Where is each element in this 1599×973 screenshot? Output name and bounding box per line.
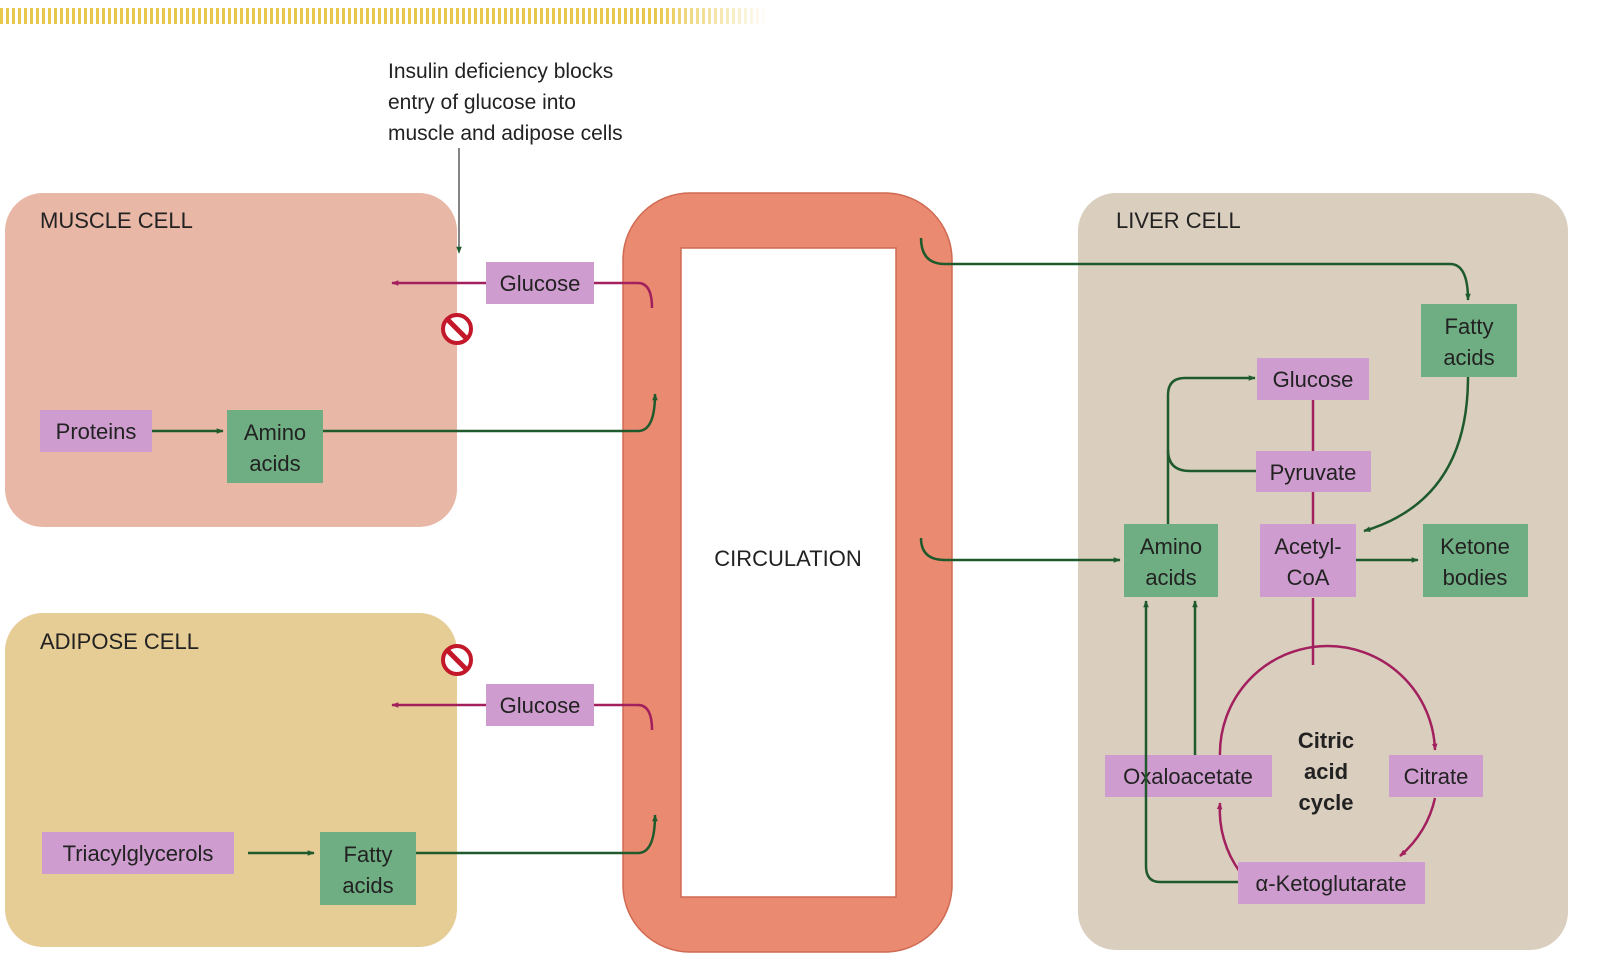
circulation: CIRCULATION <box>622 192 953 953</box>
circulation-vessel <box>622 192 953 953</box>
annotation-line1: Insulin deficiency blocks <box>388 60 613 83</box>
annotation-line2: entry of glucose into <box>388 91 576 114</box>
cycle-arc-citrate-ketoglutarate <box>1399 797 1437 857</box>
liver-cell-title: LIVER CELL <box>1116 208 1241 233</box>
triacylglycerols-box <box>42 832 234 874</box>
oxaloacetate-label: Oxaloacetate <box>1123 764 1253 789</box>
insulin-annotation: Insulin deficiency blocks entry of gluco… <box>388 60 623 145</box>
liver-cell: LIVER CELL Fatty acids Glucose Pyruvate … <box>1078 193 1568 950</box>
pyruvate-box <box>1256 451 1371 492</box>
pyruvate-join-line <box>1166 449 1256 473</box>
fatty-to-circulation-arrow <box>416 814 658 855</box>
adipose-cell: ADIPOSE CELL Glucose Triacylglycerols Fa… <box>5 613 594 947</box>
oxaloacetate-box <box>1105 755 1272 797</box>
adipose-glucose-label: Glucose <box>500 693 581 718</box>
ketone-bodies-line2: bodies <box>1443 565 1508 590</box>
amino-to-circulation-arrow <box>323 393 658 433</box>
adipose-cell-title: ADIPOSE CELL <box>40 629 199 654</box>
amino-to-glucose-arrow <box>1166 375 1256 524</box>
proteins-box <box>40 410 152 452</box>
citric-acid-cycle-line1: Citric <box>1298 728 1354 753</box>
liver-amino-acids-box <box>1124 524 1218 597</box>
acetyl-coa-line1: Acetyl- <box>1274 534 1341 559</box>
ketoglutarate-label: α-Ketoglutarate <box>1256 871 1407 896</box>
muscle-glucose-box <box>486 262 594 304</box>
ketone-bodies-box <box>1423 524 1528 597</box>
muscle-glucose-from-circulation <box>594 281 654 309</box>
pyruvate-label: Pyruvate <box>1270 460 1357 485</box>
liver-amino-acids-line1: Amino <box>1140 534 1202 559</box>
no-entry-icon <box>441 644 473 676</box>
liver-fatty-acids-line1: Fatty <box>1445 314 1494 339</box>
acetyl-coa-box <box>1260 524 1356 597</box>
muscle-cell: MUSCLE CELL Glucose Proteins Amino acids <box>5 193 594 527</box>
fatty-to-acetylcoa-arrow <box>1363 376 1470 533</box>
adipose-glucose-box <box>486 684 594 726</box>
adipose-fatty-acids-line2: acids <box>342 873 393 898</box>
arrows <box>152 148 1471 884</box>
citrate-label: Citrate <box>1404 764 1469 789</box>
ketone-bodies-line1: Ketone <box>1440 534 1510 559</box>
circulation-to-liver-fatty-arrow <box>919 237 1471 301</box>
muscle-amino-acids-box <box>227 410 323 483</box>
adipose-fatty-acids-line1: Fatty <box>344 842 393 867</box>
no-entry-icon <box>441 313 473 345</box>
circulation-to-liver-amino-arrow <box>919 537 1121 563</box>
liver-glucose-box <box>1257 358 1369 400</box>
liver-fatty-acids-line2: acids <box>1443 345 1494 370</box>
ketoglutarate-box <box>1238 862 1425 904</box>
citric-acid-cycle-line3: cycle <box>1298 790 1353 815</box>
liver-glucose-label: Glucose <box>1273 367 1354 392</box>
acetyl-coa-line2: CoA <box>1287 565 1330 590</box>
header-stripe <box>0 8 770 24</box>
proteins-label: Proteins <box>56 419 137 444</box>
citric-acid-cycle-line2: acid <box>1304 759 1348 784</box>
annotation-line3: muscle and adipose cells <box>388 122 623 145</box>
liver-amino-acids-line2: acids <box>1145 565 1196 590</box>
cycle-arc-ketoglutarate-oxaloacetate <box>1216 802 1242 873</box>
adipose-fatty-acids-box <box>320 832 416 905</box>
citrate-box <box>1389 755 1483 797</box>
triacylglycerols-label: Triacylglycerols <box>63 841 214 866</box>
cycle-arc-top <box>1218 644 1438 758</box>
muscle-glucose-label: Glucose <box>500 271 581 296</box>
liver-fatty-acids-box <box>1421 304 1517 377</box>
muscle-amino-acids-line1: Amino <box>244 420 306 445</box>
circulation-label: CIRCULATION <box>714 546 862 571</box>
muscle-cell-title: MUSCLE CELL <box>40 208 193 233</box>
muscle-amino-acids-line2: acids <box>249 451 300 476</box>
adipose-glucose-from-circulation <box>594 703 654 731</box>
ketoglutarate-to-amino-arrow <box>1143 600 1238 884</box>
